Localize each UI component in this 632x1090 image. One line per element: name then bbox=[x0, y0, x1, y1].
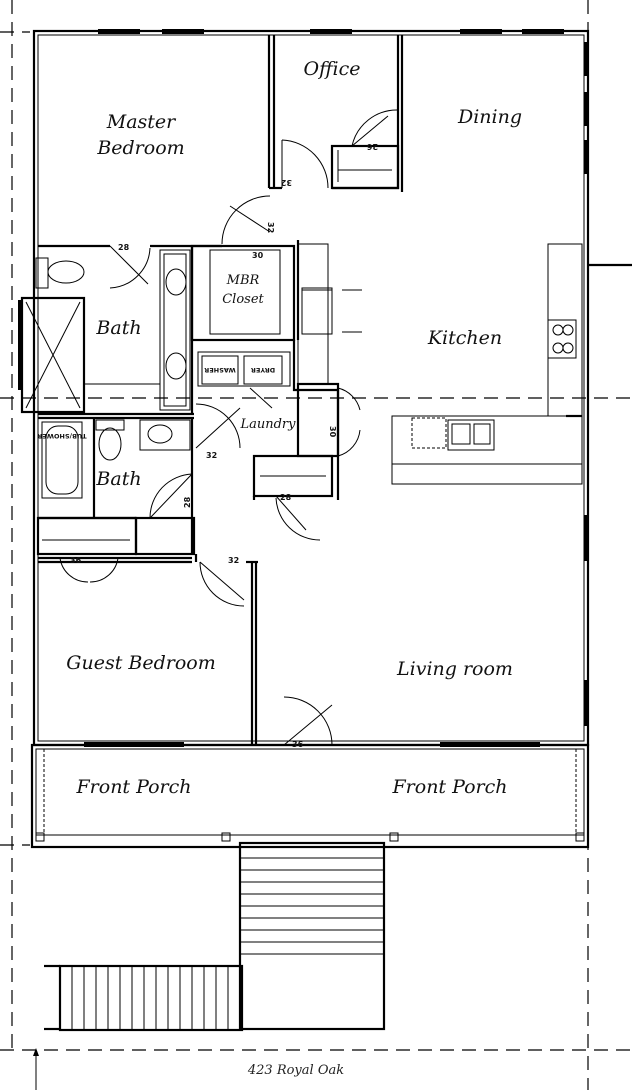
room-labels: Master Bedroom Office Dining MBR Closet … bbox=[66, 58, 522, 798]
room-front-porch-left: Front Porch bbox=[75, 776, 191, 798]
door-label-closet: 30 bbox=[252, 251, 264, 260]
door-label-hall-bath: 28 bbox=[183, 496, 192, 508]
door-label-mbr: 32 bbox=[266, 222, 275, 233]
front-porch bbox=[30, 743, 590, 849]
room-dining: Dining bbox=[457, 106, 522, 128]
door-label-office: 32 bbox=[281, 178, 292, 187]
steps bbox=[44, 841, 386, 1032]
room-front-porch-right: Front Porch bbox=[391, 776, 507, 798]
room-guest-bedroom: Guest Bedroom bbox=[66, 652, 215, 674]
door-size-labels: 26 32 32 28 30 32 30 28 28 36 32 36 bbox=[70, 142, 378, 749]
room-mbr-closet-line2: Closet bbox=[222, 292, 264, 307]
room-office: Office bbox=[304, 58, 361, 80]
door-label-office-closet: 26 bbox=[366, 142, 378, 151]
door-label-pantry: 30 bbox=[328, 426, 337, 438]
room-laundry: Laundry bbox=[239, 417, 296, 432]
label-washer: WASHER bbox=[204, 366, 235, 374]
room-master-bath: Bath bbox=[95, 317, 141, 339]
room-master-bedroom-line2: Bedroom bbox=[96, 137, 184, 159]
room-master-bedroom-line1: Master bbox=[106, 111, 177, 133]
label-dryer: DRYER bbox=[251, 366, 275, 374]
door-label-laundry: 32 bbox=[206, 451, 217, 460]
door-label-front: 36 bbox=[292, 740, 304, 749]
plan-caption: 423 Royal Oak bbox=[247, 1063, 344, 1078]
doors bbox=[59, 109, 399, 746]
door-label-master-bath: 28 bbox=[118, 243, 130, 252]
room-hall-bath: Bath bbox=[95, 468, 141, 490]
room-mbr-closet-line1: MBR bbox=[226, 273, 260, 288]
door-label-hall-closet: 28 bbox=[280, 493, 292, 502]
room-kitchen: Kitchen bbox=[427, 327, 502, 349]
door-label-linen: 36 bbox=[70, 556, 82, 565]
room-living-room: Living room bbox=[396, 658, 513, 680]
fixtures bbox=[35, 257, 577, 499]
appliance-labels: TUB/SHOWER WASHER DRYER bbox=[37, 366, 275, 440]
label-tub-shower: TUB/SHOWER bbox=[37, 432, 86, 440]
door-label-guest: 32 bbox=[228, 556, 239, 565]
